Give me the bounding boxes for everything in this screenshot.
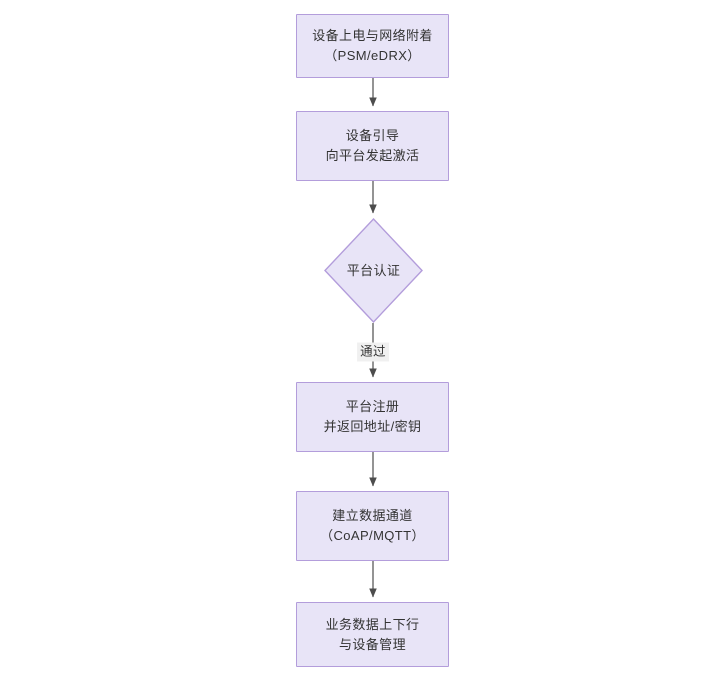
node-label: 平台注册 并返回地址/密钥 bbox=[323, 399, 422, 434]
node-label: 平台认证 bbox=[346, 262, 401, 278]
node-establish-data-channel[interactable]: 建立数据通道 （CoAP/MQTT） bbox=[296, 491, 449, 561]
node-platform-auth-decision[interactable]: 平台认证 bbox=[324, 218, 423, 323]
node-label: 设备上电与网络附着 （PSM/eDRX） bbox=[312, 28, 433, 63]
diamond-shape bbox=[324, 218, 423, 323]
node-business-data-and-device-mgmt[interactable]: 业务数据上下行 与设备管理 bbox=[296, 602, 449, 667]
edge-label-pass: 通过 bbox=[357, 342, 389, 362]
node-device-bootstrap[interactable]: 设备引导 向平台发起激活 bbox=[296, 111, 449, 181]
node-label: 建立数据通道 （CoAP/MQTT） bbox=[320, 508, 425, 543]
node-device-power-on[interactable]: 设备上电与网络附着 （PSM/eDRX） bbox=[296, 14, 449, 78]
node-label: 设备引导 向平台发起激活 bbox=[325, 128, 420, 163]
node-label: 业务数据上下行 与设备管理 bbox=[325, 616, 420, 652]
node-platform-register[interactable]: 平台注册 并返回地址/密钥 bbox=[296, 382, 449, 452]
edge-label-text: 通过 bbox=[360, 344, 386, 359]
